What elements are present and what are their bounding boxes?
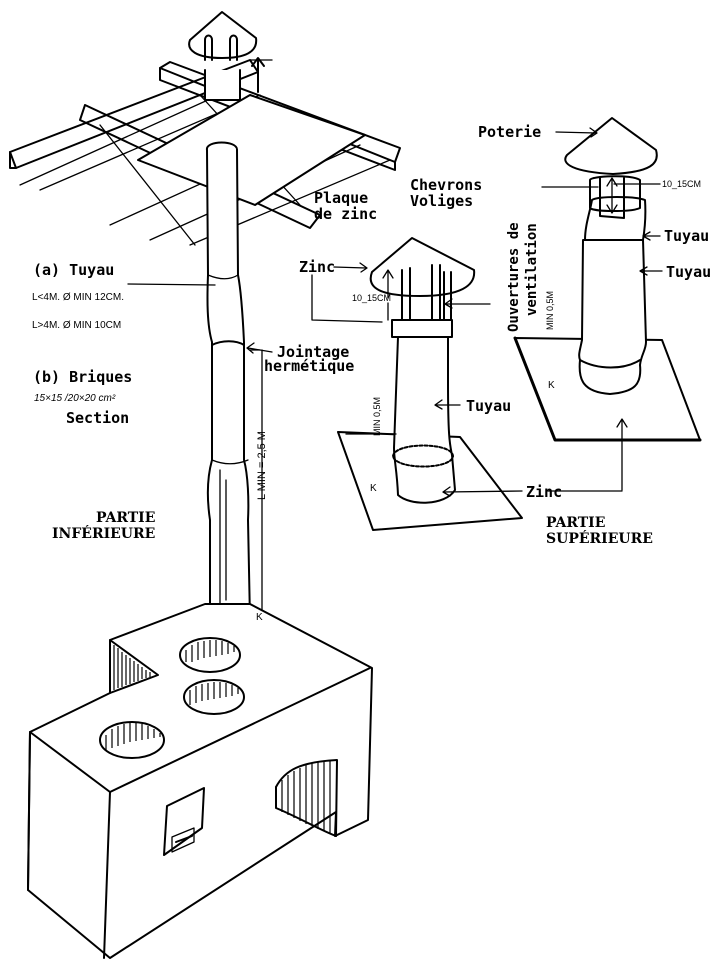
right-pipe-label-2: Tuyau [666,263,712,281]
right-k-label: K [548,380,555,391]
upper-part-title-2: SUPÉRIEURE [546,531,653,547]
brick-section-label: Section [66,409,130,427]
poterie-label: Poterie [478,123,542,141]
pipe-title-label: (a) Tuyau [33,261,115,279]
pipe-rule-long: L>4M. Ø MIN 10CM [32,320,122,331]
middle-min-height: MIN 0,5M [372,396,382,436]
pipe-rule-short: L<4M. Ø MIN 12CM. [32,292,124,303]
pipe-k-label: K [256,612,263,623]
stove-block [27,603,373,959]
middle-pipe-label: Tuyau [466,397,512,415]
voliges-label: Voliges [410,192,474,210]
brick-sizes-label: 15×15 /20×20 cm² [34,393,116,404]
middle-gap-dimension: 10_15CM [352,293,392,303]
brick-title-label: (b) Briques [33,368,133,386]
pipe-min-length: L MIN = 2,5 M [256,431,268,500]
lower-part-title-2: INFÉRIEURE [52,526,156,542]
zinc-plate-label-1: Plaque [314,189,369,207]
middle-k-label: K [370,483,377,494]
zinc-base-label: Zinc [526,483,563,501]
ventilation-openings-label-2: ventilation [524,223,540,316]
right-gap-dimension: 10_15CM [662,179,702,189]
right-pipe-label-1: Tuyau [664,227,710,245]
upper-part-title-1: PARTIE [546,515,606,531]
lower-part-title-1: PARTIE [96,510,156,526]
zinc-cap-label: Zinc [299,258,336,276]
main-flue-pipe [127,141,273,633]
jointage-label-2: hermétique [264,357,355,375]
jointage-label-1: Jointage [277,343,350,361]
right-detail [513,117,702,492]
chevrons-label: Chevrons [410,176,483,194]
middle-detail [311,237,523,531]
right-min-height: MIN 0,5M [545,290,555,330]
ventilation-openings-label-1: Ouvertures de [506,222,522,332]
zinc-plate-label-2: de zinc [314,205,378,223]
